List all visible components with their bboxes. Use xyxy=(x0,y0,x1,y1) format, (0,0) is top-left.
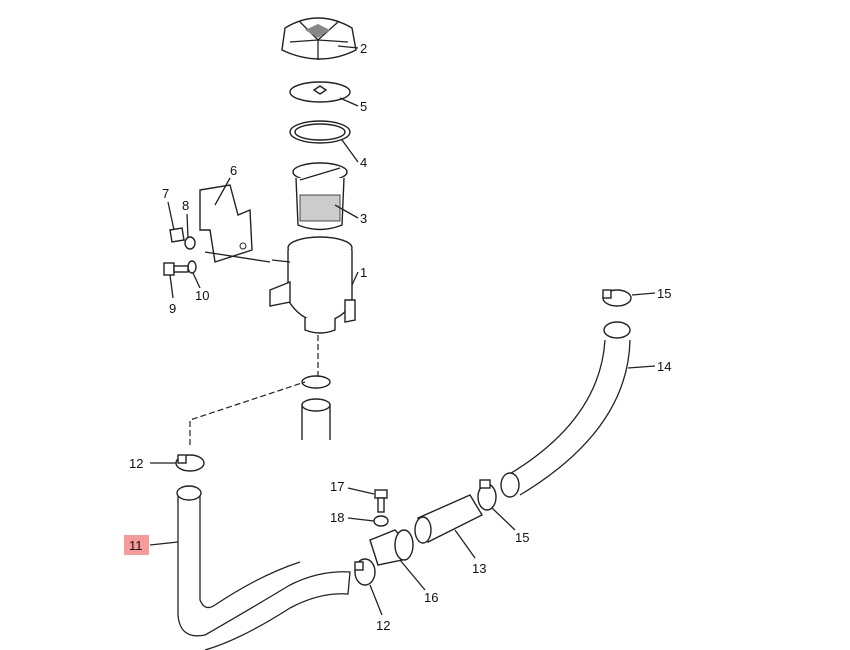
callout-12-lower[interactable]: 12 xyxy=(376,618,390,633)
part-pipe[interactable] xyxy=(414,494,483,544)
callout-9[interactable]: 9 xyxy=(169,301,176,316)
part-washer-8[interactable] xyxy=(184,236,196,250)
callout-10[interactable]: 10 xyxy=(195,288,209,303)
leader-lines xyxy=(149,45,656,616)
part-washer-18[interactable] xyxy=(373,515,389,527)
callout-18[interactable]: 18 xyxy=(330,510,344,525)
part-clamp-12b[interactable] xyxy=(354,558,376,586)
callout-13[interactable]: 13 xyxy=(472,561,486,576)
callout-1[interactable]: 1 xyxy=(360,265,367,280)
part-clamp-case[interactable] xyxy=(301,375,331,440)
part-bracket[interactable] xyxy=(199,184,271,263)
part-joint[interactable] xyxy=(369,529,414,566)
callout-17[interactable]: 17 xyxy=(330,479,344,494)
callout-14[interactable]: 14 xyxy=(657,359,671,374)
part-clamp-12a[interactable] xyxy=(175,454,205,472)
callout-16[interactable]: 16 xyxy=(424,590,438,605)
callout-12-upper[interactable]: 12 xyxy=(129,456,143,471)
part-clamp-15a[interactable] xyxy=(602,289,632,307)
part-nut[interactable] xyxy=(169,227,185,243)
part-gasket[interactable] xyxy=(289,120,351,144)
highlight-box xyxy=(124,535,149,555)
part-bolt-17[interactable] xyxy=(374,489,388,513)
part-washer-10[interactable] xyxy=(187,260,197,274)
callout-15-upper[interactable]: 15 xyxy=(657,286,671,301)
callout-6[interactable]: 6 xyxy=(230,163,237,178)
part-case[interactable] xyxy=(269,236,356,334)
part-clamp-15b[interactable] xyxy=(477,479,497,511)
part-cap[interactable] xyxy=(281,17,357,60)
part-hose-14[interactable] xyxy=(500,321,631,498)
callout-7[interactable]: 7 xyxy=(162,186,169,201)
callout-3[interactable]: 3 xyxy=(360,211,367,226)
part-bolt[interactable] xyxy=(163,262,189,276)
callout-2[interactable]: 2 xyxy=(360,41,367,56)
callout-4[interactable]: 4 xyxy=(360,155,367,170)
part-plate[interactable] xyxy=(289,81,351,103)
part-hose-11[interactable] xyxy=(176,485,351,650)
callout-11[interactable]: 11 xyxy=(129,538,143,553)
callout-labels: 2 5 4 3 1 6 7 8 10 9 15 14 12 11 17 18 1… xyxy=(124,41,671,633)
callout-15-lower[interactable]: 15 xyxy=(515,530,529,545)
callout-8[interactable]: 8 xyxy=(182,198,189,213)
part-strainer[interactable] xyxy=(292,162,348,231)
callout-5[interactable]: 5 xyxy=(360,99,367,114)
